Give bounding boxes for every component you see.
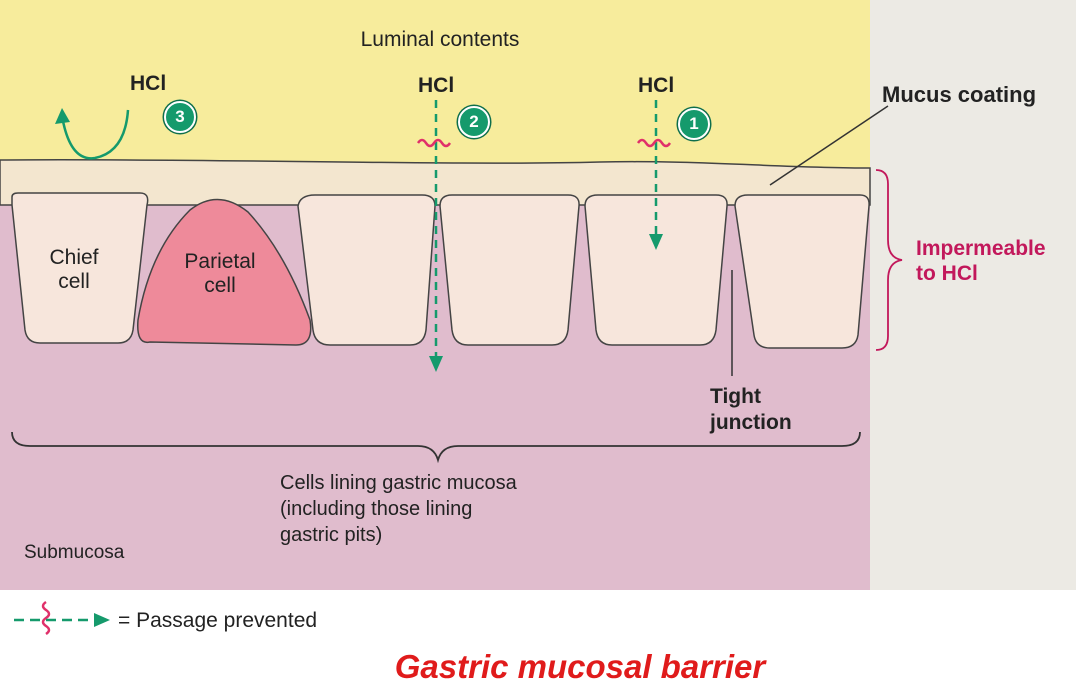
step-badge-2: 2 — [458, 106, 490, 138]
submucosa-label: Submucosa — [24, 542, 124, 564]
cells-lining-label: Cells lining gastric mucosa (including t… — [280, 470, 517, 548]
mucus-coating-label: Mucus coating — [882, 82, 1036, 108]
step-badge-3: 3 — [164, 101, 196, 133]
legend-squiggle — [43, 602, 49, 634]
epithelial-cell-6 — [735, 195, 869, 348]
chief-cell-label: Chief cell — [24, 246, 124, 294]
tight-junction-label: Tight junction — [710, 384, 792, 436]
hcl-label-1: HCl — [638, 74, 674, 98]
epithelial-cell-3 — [298, 195, 435, 345]
figure-title: Gastric mucosal barrier — [300, 648, 860, 686]
epithelial-cell-4 — [440, 195, 579, 345]
legend-label: = Passage prevented — [118, 609, 317, 633]
step-badge-1: 1 — [678, 108, 710, 140]
legend-arrow-head — [94, 613, 110, 627]
hcl-label-3: HCl — [130, 72, 166, 96]
hcl-label-2: HCl — [418, 74, 454, 98]
impermeable-label: Impermeable to HCl — [916, 236, 1046, 286]
luminal-contents-label: Luminal contents — [330, 28, 550, 52]
parietal-cell-label: Parietal cell — [160, 250, 280, 298]
